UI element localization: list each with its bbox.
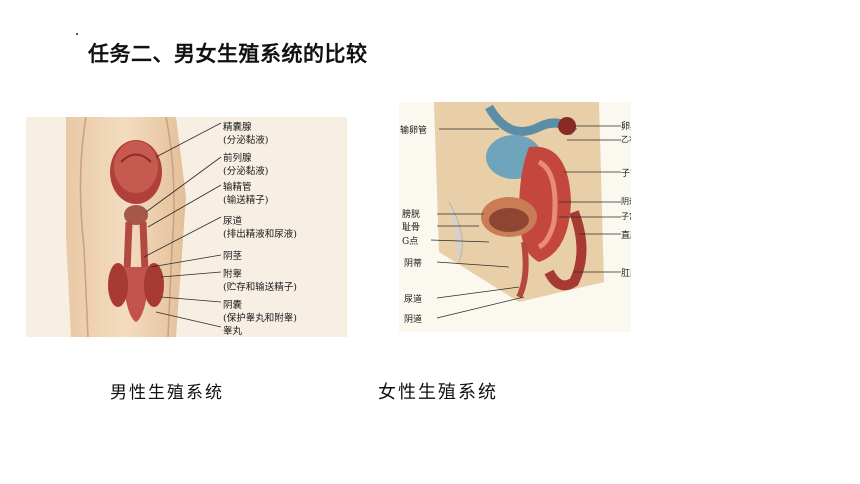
female-caption: 女性生殖系统 <box>378 382 498 403</box>
label-scrotum: 阴囊 <box>223 300 243 311</box>
label-urethra-f: 尿道 <box>404 295 423 305</box>
label-testis: 睾丸 <box>223 326 243 337</box>
label-anus: 肛门 <box>621 269 631 279</box>
label-cervix: 子宫颈 <box>621 212 631 221</box>
bullet-dot <box>76 33 78 35</box>
label-vas-deferens-note: (输送精子) <box>223 195 269 206</box>
label-seminal-vesicle: 精囊腺 <box>223 122 252 133</box>
label-vas-deferens: 输精管 <box>223 182 252 193</box>
label-vagina: 阴道 <box>404 315 423 325</box>
label-sigmoid-colon: 乙状结肠 <box>621 135 631 144</box>
label-fallopian-tube: 输卵管 <box>400 126 428 136</box>
label-vaginal-fornix: 阴道穹窿 <box>621 197 631 206</box>
label-scrotum-note: (保护睾丸和附睾) <box>223 313 297 324</box>
label-epididymis-note: (贮存和输送精子) <box>223 282 297 293</box>
label-uterus: 子宫 <box>621 169 631 179</box>
female-anatomy-illustration <box>399 102 631 332</box>
male-reproductive-figure: 精囊腺 (分泌黏液) 前列腺 (分泌黏液) 输精管 (输送精子) 尿道 (排出精… <box>26 117 347 337</box>
label-pubic-bone: 耻骨 <box>402 223 421 233</box>
label-g-spot: G点 <box>402 237 419 247</box>
label-prostate: 前列腺 <box>223 153 252 164</box>
label-urethra-note: (排出精液和尿液) <box>223 229 297 240</box>
label-rectum: 直肠 <box>621 231 631 241</box>
label-ovary: 卵巢 <box>621 122 631 132</box>
label-prostate-note: (分泌黏液) <box>223 166 269 177</box>
label-penis: 阴茎 <box>223 251 243 262</box>
label-clitoris: 阴蒂 <box>404 259 423 269</box>
label-epididymis: 附睾 <box>223 269 243 280</box>
label-urethra: 尿道 <box>223 216 243 227</box>
label-bladder: 膀胱 <box>402 210 421 220</box>
female-reproductive-figure: 输卵管 膀胱 耻骨 G点 阴蒂 尿道 阴道 卵巢 乙状结肠 子宫 阴道穹窿 子宫… <box>399 102 631 332</box>
page-title: 任务二、男女生殖系统的比较 <box>88 42 368 66</box>
male-caption: 男性生殖系统 <box>110 383 224 403</box>
label-seminal-vesicle-note: (分泌黏液) <box>223 135 269 146</box>
male-anatomy-illustration <box>26 117 347 337</box>
